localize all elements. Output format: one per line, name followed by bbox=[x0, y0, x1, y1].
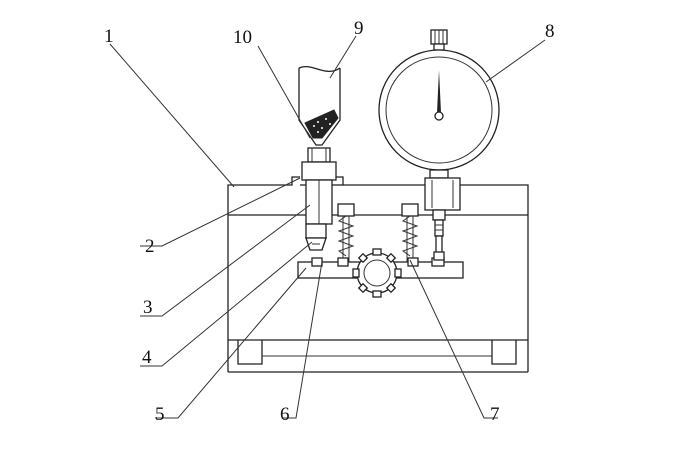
label-4: 4 bbox=[142, 347, 152, 368]
left-spring bbox=[337, 203, 355, 262]
funnel bbox=[298, 66, 341, 146]
plunger-assembly bbox=[300, 147, 343, 251]
label-2: 2 bbox=[145, 236, 155, 257]
label-10: 10 bbox=[233, 27, 252, 48]
part-labels: 1 10 9 8 2 3 4 5 6 7 bbox=[104, 18, 555, 425]
label-6: 6 bbox=[280, 404, 290, 425]
label-8: 8 bbox=[545, 21, 555, 42]
center-gear bbox=[352, 248, 402, 298]
label-9: 9 bbox=[354, 18, 364, 39]
right-spring bbox=[401, 203, 419, 262]
dial-gauge bbox=[378, 29, 500, 261]
label-5: 5 bbox=[155, 404, 165, 425]
label-7: 7 bbox=[490, 404, 500, 425]
leader-lines bbox=[109, 35, 546, 419]
label-3: 3 bbox=[143, 297, 153, 318]
label-1: 1 bbox=[104, 26, 114, 47]
base-body bbox=[227, 176, 529, 373]
